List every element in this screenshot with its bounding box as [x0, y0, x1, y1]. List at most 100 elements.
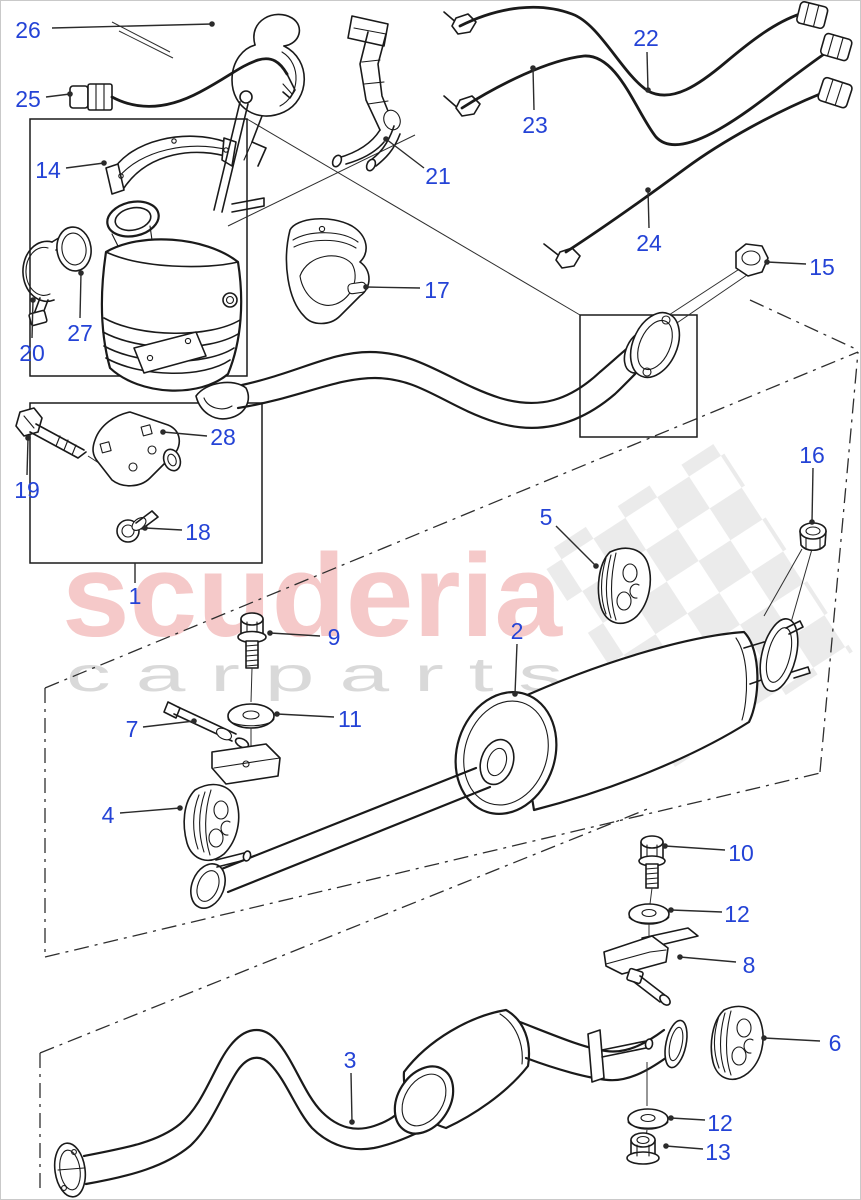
heat-shield-bracket-drawing	[105, 135, 237, 195]
leader-dot-18	[142, 525, 148, 531]
leader-line-28	[162, 431, 208, 437]
callout-2: 2	[511, 618, 524, 644]
watermark-brand: scuderia	[62, 530, 563, 662]
heat-shield-funnel-drawing	[285, 217, 370, 325]
bolt-9-drawing	[237, 612, 267, 703]
callout-12: 12	[707, 1110, 733, 1136]
mounting-clamp-drawing	[231, 13, 306, 167]
mounting-plate-drawing	[92, 411, 182, 487]
leader-line-17	[365, 286, 421, 289]
front-pipe-drawing	[236, 332, 658, 429]
callout-16: 16	[799, 442, 825, 468]
callout-19: 19	[14, 477, 40, 503]
leader-line-3	[350, 1072, 353, 1123]
callout-13: 13	[705, 1139, 731, 1165]
leader-dot-5	[593, 563, 599, 569]
rubber-mount-4-drawing	[183, 783, 240, 862]
pipe-flange-drawing	[623, 311, 681, 379]
leader-dot-12	[668, 1115, 674, 1121]
callout-8: 8	[743, 952, 756, 978]
group-box-flange	[579, 314, 698, 438]
callout-22: 22	[633, 25, 659, 51]
leader-dot-20	[30, 297, 36, 303]
leader-dot-16	[809, 519, 815, 525]
leader-line-20	[31, 299, 34, 339]
callout-7: 7	[126, 716, 139, 742]
leader-line-8	[679, 956, 737, 963]
watermark-subtitle: c a r p a r t s	[66, 649, 563, 702]
callout-24: 24	[636, 230, 662, 256]
leader-dot-15	[764, 259, 770, 265]
callout-20: 20	[19, 340, 45, 366]
leader-line-15	[766, 261, 807, 265]
leader-dot-7	[191, 718, 197, 724]
leader-line-14	[65, 162, 105, 169]
leader-line-25	[45, 93, 71, 98]
leader-line-5	[555, 525, 597, 567]
leader-dot-21	[383, 136, 389, 142]
leader-line-24	[647, 189, 650, 229]
tailpipe-drawing	[53, 1008, 688, 1198]
sensor-bracket-drawing	[331, 15, 401, 172]
callout-17: 17	[424, 277, 450, 303]
leader-line-10	[664, 845, 726, 851]
callout-21: 21	[425, 163, 451, 189]
leader-dot-13	[663, 1143, 669, 1149]
leader-line-2	[514, 643, 518, 695]
callout-26: 26	[15, 17, 41, 43]
callout-18: 18	[185, 519, 211, 545]
washer-11-drawing	[227, 703, 275, 748]
callout-9: 9	[328, 624, 341, 650]
flange-nut-16-drawing	[799, 522, 827, 552]
leader-dot-11	[274, 711, 280, 717]
leader-dot-3	[349, 1119, 355, 1125]
leader-line-18	[144, 527, 183, 531]
rubber-mount-5-drawing	[597, 547, 652, 625]
callout-1: 1	[129, 583, 142, 609]
leader-dot-25	[67, 91, 73, 97]
leader-dot-10	[662, 843, 668, 849]
washer-12-lower-drawing	[627, 1062, 669, 1138]
leader-line-4	[119, 807, 181, 814]
leader-line-6	[763, 1037, 821, 1042]
leader-line-27	[79, 272, 82, 319]
rubber-mount-6-drawing	[710, 1005, 764, 1081]
callout-3: 3	[344, 1047, 357, 1073]
bolt-10-drawing	[638, 835, 666, 905]
leader-dot-8	[677, 954, 683, 960]
washer-12-upper-drawing	[628, 903, 670, 950]
callout-27: 27	[67, 320, 93, 346]
leader-line-26	[51, 23, 213, 29]
leader-dot-19	[25, 435, 31, 441]
callout-10: 10	[728, 840, 754, 866]
leader-dot-12	[668, 907, 674, 913]
callout-11: 11	[338, 706, 362, 732]
leader-line-19	[26, 437, 29, 476]
callout-5: 5	[540, 504, 553, 530]
callout-28: 28	[210, 424, 236, 450]
callout-15: 15	[809, 254, 835, 280]
line-art	[15, 1, 853, 1198]
leader-dot-26	[209, 21, 215, 27]
leader-dot-27	[78, 270, 84, 276]
leader-dot-6	[761, 1035, 767, 1041]
leader-dot-22	[645, 87, 651, 93]
leader-dot-23	[530, 65, 536, 71]
leader-dot-2	[512, 691, 518, 697]
leader-line-9	[269, 632, 321, 637]
callout-14: 14	[35, 157, 61, 183]
hanger-pin-7-drawing	[163, 701, 281, 785]
group-box-bracket	[29, 402, 263, 564]
middle-silencer-drawing	[190, 618, 811, 909]
leader-line-7	[142, 720, 195, 728]
leader-line-13	[665, 1145, 704, 1150]
leader-line-12	[670, 1117, 706, 1121]
bolt-18-drawing	[116, 510, 159, 543]
leader-dot-28	[160, 429, 166, 435]
callout-25: 25	[15, 86, 41, 112]
callout-23: 23	[522, 112, 548, 138]
oxygen-sensor-drawing	[69, 57, 296, 111]
flange-nut-drawing	[735, 243, 769, 277]
